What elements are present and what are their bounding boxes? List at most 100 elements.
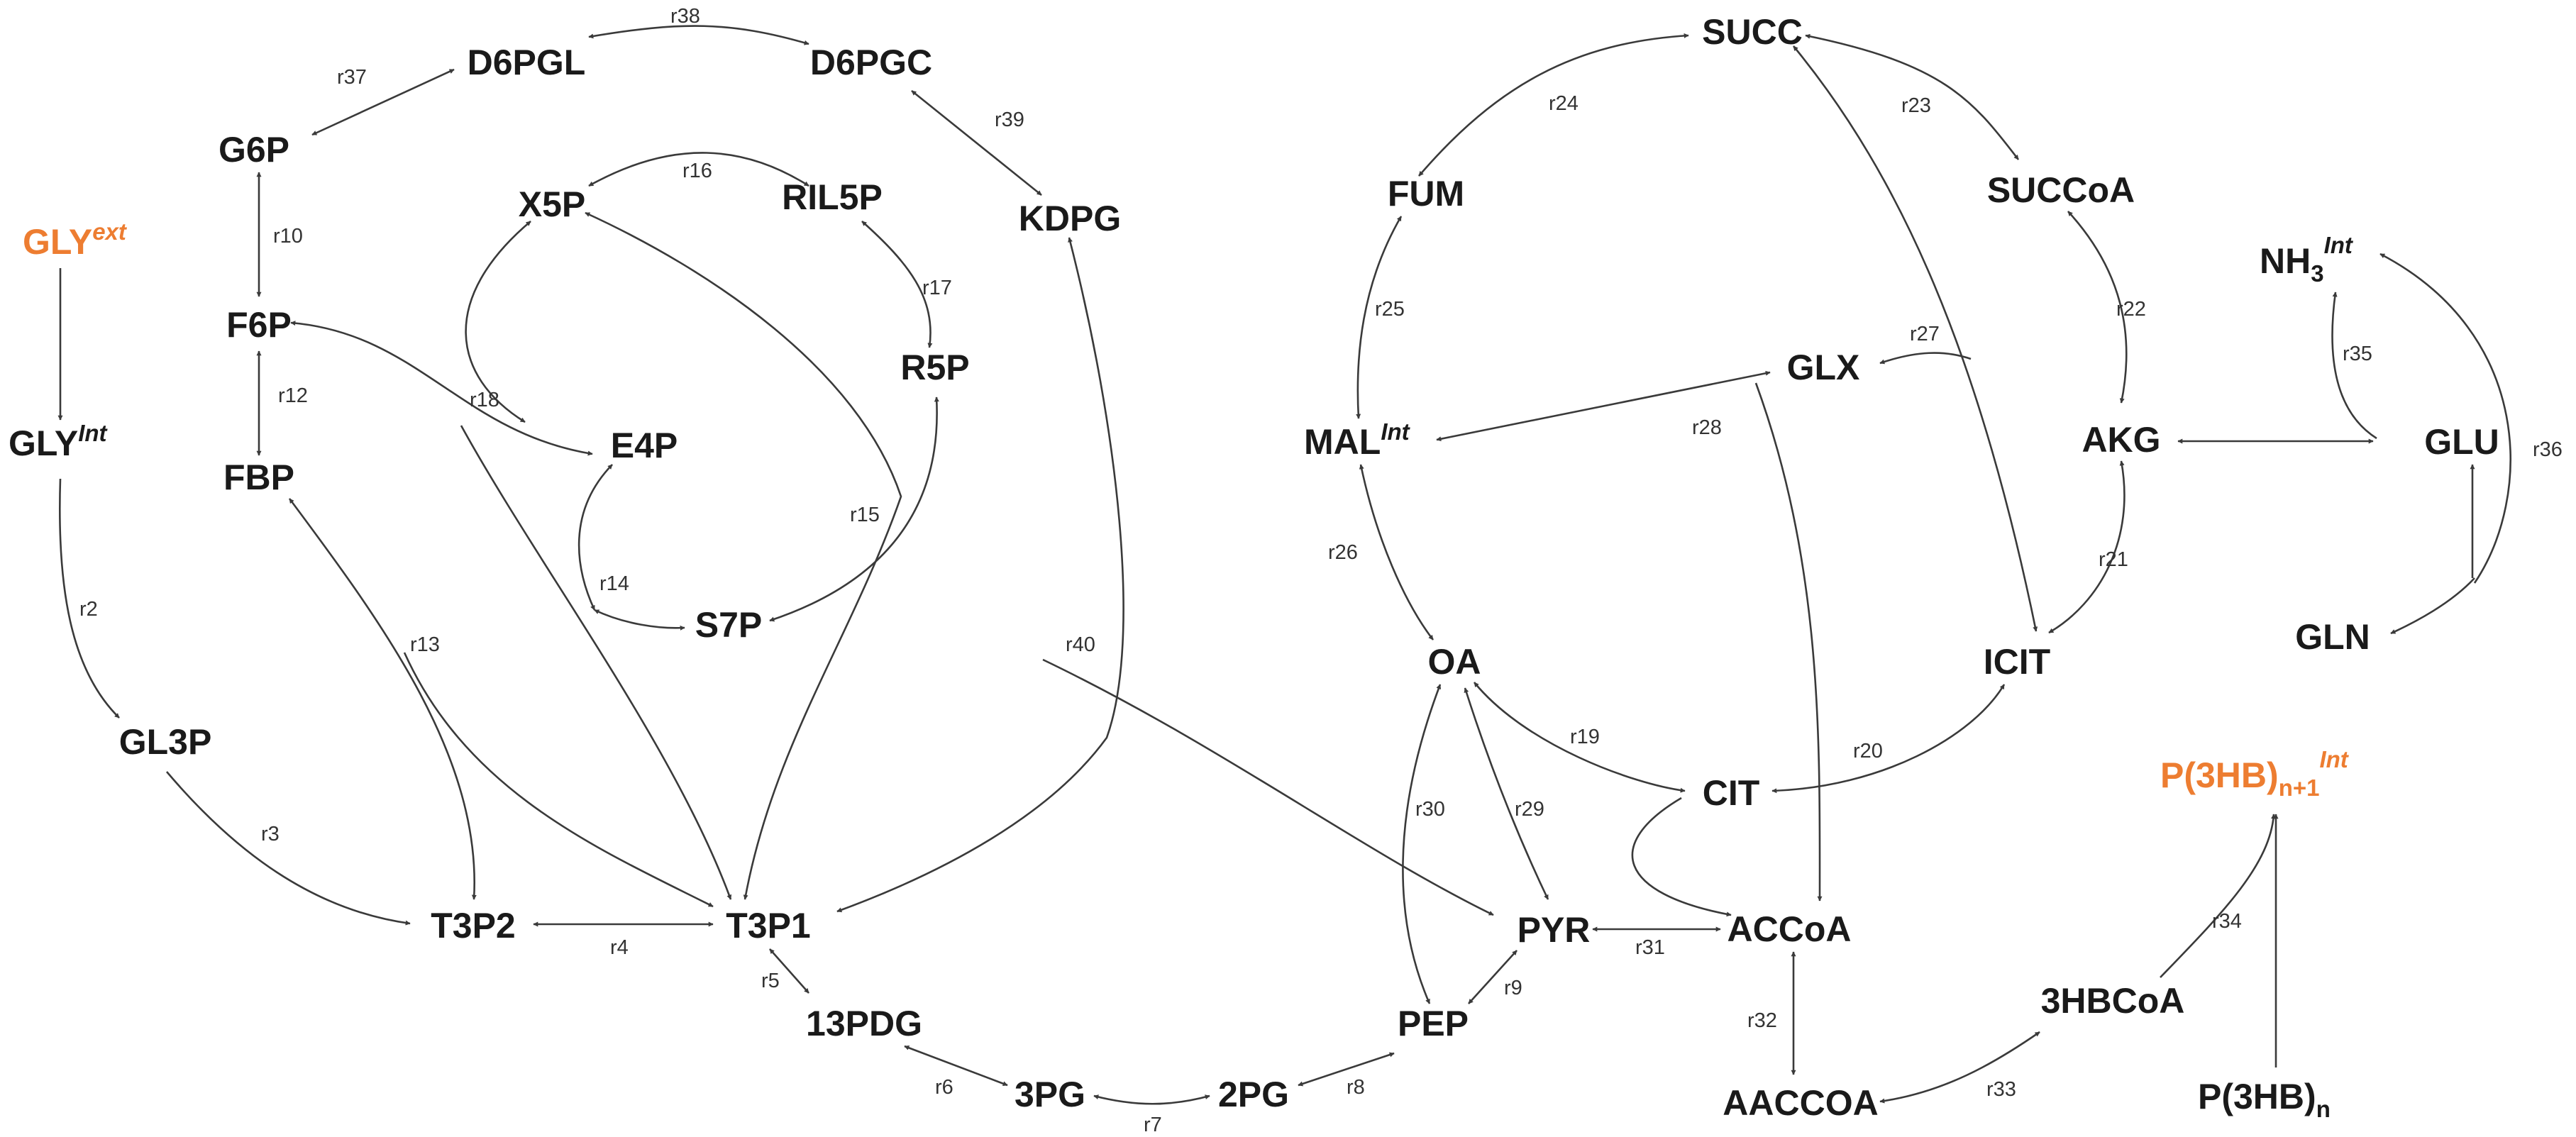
label-r34: r34 <box>2212 910 2242 933</box>
label-r35: r35 <box>2343 343 2372 365</box>
node-d6pgl: D6PGL <box>468 43 586 82</box>
label-r22: r22 <box>2116 298 2146 321</box>
edge-r2 <box>58 478 120 719</box>
edge-r22 <box>2067 211 2128 404</box>
node-succoa: SUCCoA <box>1987 170 2135 210</box>
node-g6p: G6P <box>219 130 289 170</box>
node-glx: GLX <box>1787 348 1860 387</box>
label-r23: r23 <box>1901 94 1931 117</box>
node-kdpg: KDPG <box>1019 199 1121 238</box>
edge-r9 <box>1468 950 1518 1004</box>
node-icit: ICIT <box>1984 642 2050 682</box>
edge-r35 <box>2331 292 2377 440</box>
label-r4: r4 <box>610 936 629 959</box>
label-r20: r20 <box>1853 740 1883 762</box>
node-succ: SUCC <box>1702 12 1803 52</box>
node-r5p: R5P <box>900 348 969 387</box>
edge-r37 <box>311 68 455 136</box>
edge-r30 <box>1402 684 1442 1004</box>
node-ril5p: RIL5P <box>782 177 883 217</box>
label-r10: r10 <box>273 225 303 248</box>
label-r27: r27 <box>1910 323 1940 345</box>
node-e4p: E4P <box>611 426 678 465</box>
node-cit: CIT <box>1703 773 1760 813</box>
edge-gln-branch <box>2390 577 2475 635</box>
edge-mal-glx <box>1436 370 1771 442</box>
edge-r21 <box>2048 460 2126 634</box>
edge-r5 <box>769 948 809 994</box>
label-r38: r38 <box>670 5 700 28</box>
node-oa: OA <box>1428 642 1481 682</box>
edge-r17 <box>861 221 933 348</box>
label-r18: r18 <box>470 389 499 411</box>
node-f6p: F6P <box>226 305 292 345</box>
label-r33: r33 <box>1986 1078 2016 1101</box>
label-r39: r39 <box>995 109 1024 131</box>
node-pyr: PYR <box>1518 910 1591 950</box>
label-r2: r2 <box>79 598 98 621</box>
label-r17: r17 <box>922 277 952 299</box>
label-r9: r9 <box>1504 977 1522 999</box>
edge-r13 <box>288 498 477 900</box>
node-mal-int: MALInt <box>1304 418 1411 462</box>
label-r16: r16 <box>682 160 712 182</box>
edge-cit-accoa <box>1631 797 1732 917</box>
node-gln: GLN <box>2295 617 2370 657</box>
edge-r25 <box>1356 216 1403 419</box>
node-gly-int: GLYInt <box>9 420 109 463</box>
label-r7: r7 <box>1144 1114 1162 1136</box>
label-r29: r29 <box>1515 798 1544 821</box>
node-t3p2: T3P2 <box>431 906 516 945</box>
edge-x5p-t3p1 <box>585 211 902 900</box>
node-x5p: X5P <box>519 184 586 224</box>
edge-r16 <box>588 152 809 187</box>
label-r24: r24 <box>1549 92 1579 115</box>
label-r6: r6 <box>935 1076 953 1099</box>
node-akg: AKG <box>2082 420 2160 460</box>
label-r12: r12 <box>278 384 308 407</box>
edge-r29 <box>1464 687 1549 900</box>
node-2pg: 2PG <box>1218 1075 1289 1114</box>
label-r36: r36 <box>2533 438 2563 461</box>
node-d6pgc: D6PGC <box>810 43 932 82</box>
edge-r8 <box>1298 1052 1395 1087</box>
node-fbp: FBP <box>223 457 294 497</box>
node-glu: GLU <box>2424 422 2499 462</box>
edge-r24 <box>1418 33 1689 177</box>
label-r40: r40 <box>1066 633 1095 656</box>
edge-r14b <box>594 609 685 631</box>
node-t3p1: T3P1 <box>726 906 811 945</box>
edge-r20 <box>1771 684 2006 794</box>
node-3hbcoa: 3HBCoA <box>2041 981 2185 1021</box>
edge-r34 <box>2160 814 2277 978</box>
label-r31: r31 <box>1635 936 1665 959</box>
edge-r40 <box>1042 658 1494 916</box>
label-r14: r14 <box>599 572 629 595</box>
edges <box>57 25 2511 1105</box>
node-nh3-int: NH3Int <box>2260 232 2354 287</box>
edge-kdpg-t3p1 <box>836 237 1124 913</box>
node-s7p: S7P <box>695 605 763 645</box>
edge-r27 <box>1879 352 1972 365</box>
edge-r7 <box>1093 1094 1210 1105</box>
edge-f6p-e4p <box>290 321 593 456</box>
label-r25: r25 <box>1375 298 1405 321</box>
node-13pdg: 13PDG <box>806 1004 922 1043</box>
label-r21: r21 <box>2099 548 2128 571</box>
label-r13: r13 <box>410 633 440 656</box>
edge-r28 <box>1754 382 1823 902</box>
node-fum: FUM <box>1388 174 1464 213</box>
label-r37: r37 <box>337 66 367 89</box>
edge-r38 <box>588 25 809 45</box>
node-accoa: ACCoA <box>1728 909 1852 949</box>
label-r8: r8 <box>1347 1076 1365 1099</box>
node-gl3p: GL3P <box>119 722 212 762</box>
label-r26: r26 <box>1328 541 1358 564</box>
edge-f6p-t3p1 <box>460 425 732 900</box>
label-r3: r3 <box>261 823 280 845</box>
node-aaccoa: AACCOA <box>1723 1083 1878 1123</box>
edge-r39 <box>911 89 1042 196</box>
node-p3hb-n: P(3HB)n <box>2198 1077 2331 1122</box>
label-r5: r5 <box>761 970 780 992</box>
